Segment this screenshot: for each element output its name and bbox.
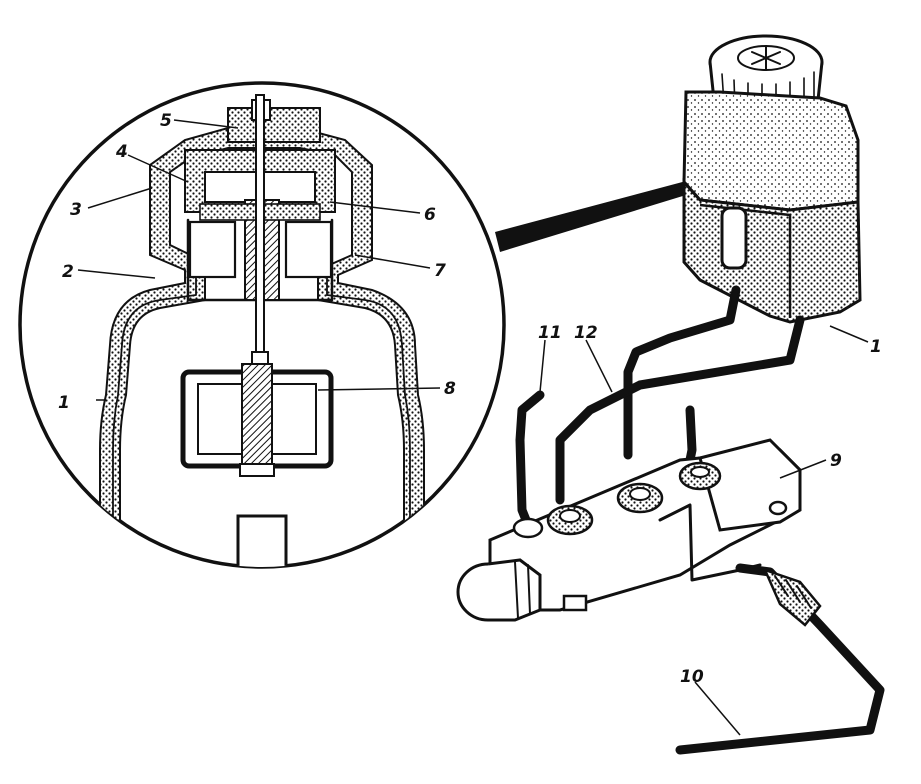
callout-detail-7: 7 (434, 261, 446, 281)
detail-callouts: 1 2 3 4 5 6 7 8 (58, 111, 456, 413)
callout-detail-3: 3 (70, 200, 82, 220)
callout-detail-8: 8 (444, 379, 456, 399)
supply-hoses (555, 285, 805, 505)
callout-assembly-12: 12 (574, 323, 598, 343)
brake-line-11 (512, 390, 545, 539)
leader-lines (77, 119, 869, 736)
master-cylinder (456, 438, 802, 622)
callout-assembly-1: 1 (870, 337, 882, 357)
detail-view (18, 81, 506, 569)
zoom-pointer (495, 172, 722, 252)
assembly-callouts: 1 9 10 11 12 (538, 323, 882, 687)
callout-assembly-11: 11 (538, 323, 562, 343)
callout-detail-4: 4 (115, 142, 128, 162)
callout-detail-6: 6 (424, 205, 436, 225)
callout-detail-2: 2 (62, 262, 74, 282)
callout-detail-5: 5 (160, 111, 172, 131)
callout-detail-1: 1 (58, 393, 70, 413)
reservoir-assembly (682, 34, 862, 324)
reservoir-wall-section (99, 127, 425, 567)
callout-assembly-10: 10 (680, 667, 704, 687)
callout-assembly-9: 9 (830, 451, 842, 471)
brake-line-10 (675, 563, 885, 755)
